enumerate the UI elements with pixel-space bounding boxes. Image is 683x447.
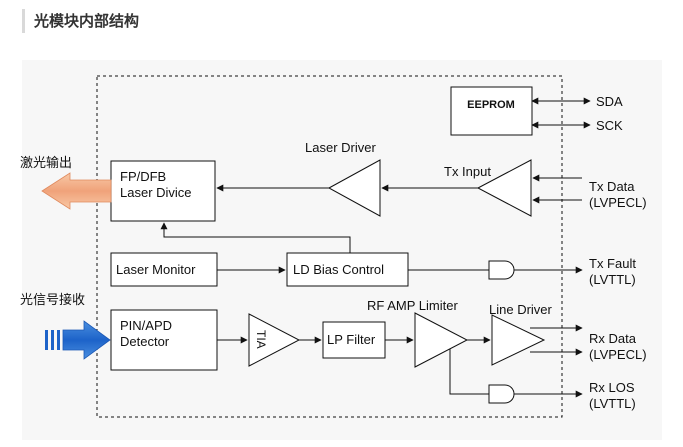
- rf-amp-limiter: [414, 312, 469, 368]
- module-boundary: [96, 75, 563, 418]
- ld-bias-control-label: LD Bias Control: [293, 262, 384, 277]
- sck-label: SCK: [596, 118, 623, 133]
- tia-label: TIA: [254, 330, 268, 349]
- laser-device-line1: FP/DFB: [120, 169, 166, 184]
- detector-line2: Detector: [120, 334, 170, 349]
- limiter-to-los-gate-line: [449, 349, 489, 395]
- laser-monitor-label: Laser Monitor: [116, 262, 196, 277]
- sda-label: SDA: [596, 94, 623, 109]
- optical-input-arrow: [45, 320, 111, 360]
- page-heading: 光模块内部结构: [34, 12, 140, 30]
- tx-data-label-line1: Tx Data: [589, 179, 635, 194]
- rx-los-label-line1: Rx LOS: [589, 380, 635, 395]
- rx-data-label-line2: (LVPECL): [589, 347, 647, 362]
- tx-fault-label-line2: (LVTTL): [589, 272, 636, 287]
- rx-los-label-line2: (LVTTL): [589, 396, 636, 411]
- line-driver-amplifier: [491, 314, 546, 366]
- tx-fault-gate: [488, 260, 515, 280]
- optical-output-arrow: [41, 172, 112, 210]
- lp-filter-label: LP Filter: [327, 332, 376, 347]
- heading-accent-bar: [22, 9, 25, 33]
- line-driver-label: Line Driver: [489, 302, 553, 317]
- optical-output-label: 激光输出: [20, 155, 72, 171]
- rx-los-gate: [488, 384, 515, 404]
- detector-block: PIN/APD Detector: [110, 309, 218, 371]
- rf-amp-limiter-label: RF AMP Limiter: [367, 298, 458, 313]
- eeprom-block: EEPROM: [450, 86, 533, 136]
- tx-input-label: Tx Input: [444, 164, 491, 179]
- lp-filter-block: LP Filter: [322, 321, 386, 359]
- bias-to-laser-arrow: [160, 222, 351, 253]
- rx-data-label-line1: Rx Data: [589, 331, 637, 346]
- optical-input-label: 光信号接收: [20, 292, 85, 308]
- detector-line1: PIN/APD: [120, 318, 172, 333]
- tia-amplifier: [248, 313, 301, 367]
- tx-data-label-line2: (LVPECL): [589, 195, 647, 210]
- laser-device-line2: Laser Divice: [120, 185, 192, 200]
- laser-driver-amplifier: [327, 159, 381, 217]
- laser-monitor-block: Laser Monitor: [110, 252, 218, 287]
- eeprom-label: EEPROM: [467, 99, 515, 111]
- tx-input-amplifier: [476, 159, 532, 217]
- ld-bias-control-block: LD Bias Control: [286, 252, 409, 287]
- tx-fault-label-line1: Tx Fault: [589, 256, 636, 271]
- laser-device-block: FP/DFB Laser Divice: [110, 160, 216, 222]
- laser-driver-label: Laser Driver: [305, 140, 376, 155]
